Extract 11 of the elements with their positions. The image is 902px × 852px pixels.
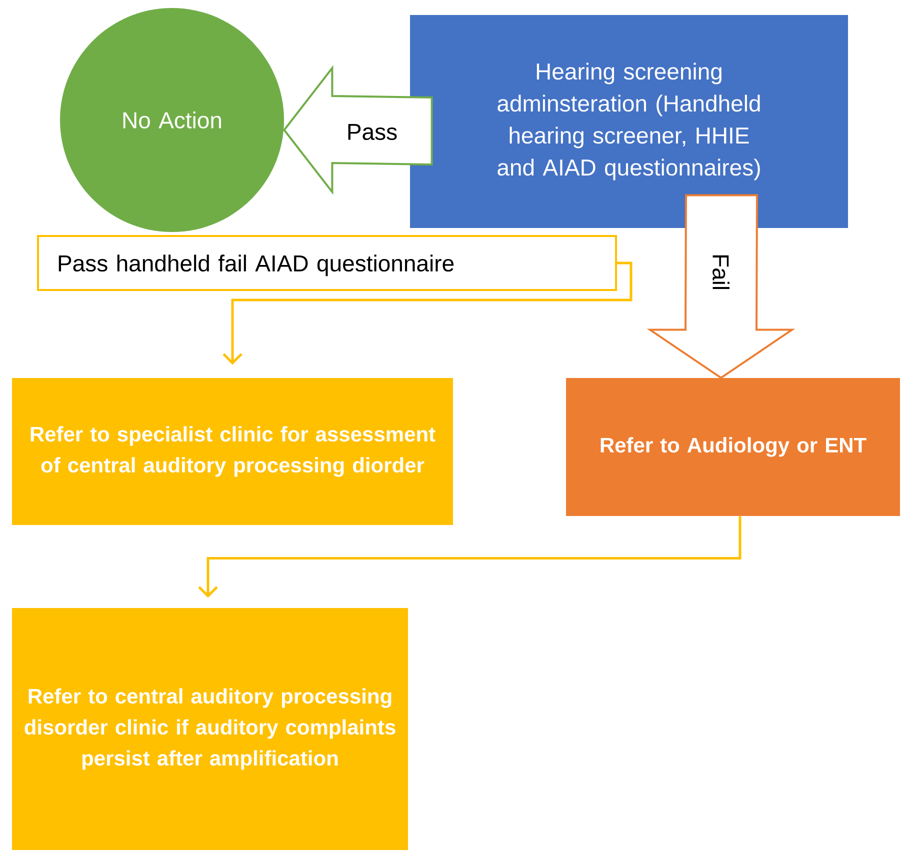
connector-arrow bbox=[198, 516, 742, 598]
referral-box: Refer to central auditory processing disorder clinic if auditory complaints persist after amplification bbox=[12, 608, 408, 850]
edge-label: Pass bbox=[348, 124, 397, 140]
condition-box: Pass handheld fail AIAD questionnaire bbox=[37, 235, 617, 291]
process-box: Hearing screening adminsteration (Handheld hearing screener, HHIE and AIAD questionnaires) bbox=[410, 15, 848, 228]
connector-arrow bbox=[222, 262, 632, 365]
block-arrow bbox=[282, 65, 433, 195]
edge-label: Fail bbox=[712, 255, 730, 289]
referral-box: Refer to Audiology or ENT bbox=[566, 378, 900, 516]
referral-box: Refer to specialist clinic for assessment of central auditory processing diorder bbox=[12, 378, 453, 525]
block-arrow bbox=[646, 194, 796, 380]
